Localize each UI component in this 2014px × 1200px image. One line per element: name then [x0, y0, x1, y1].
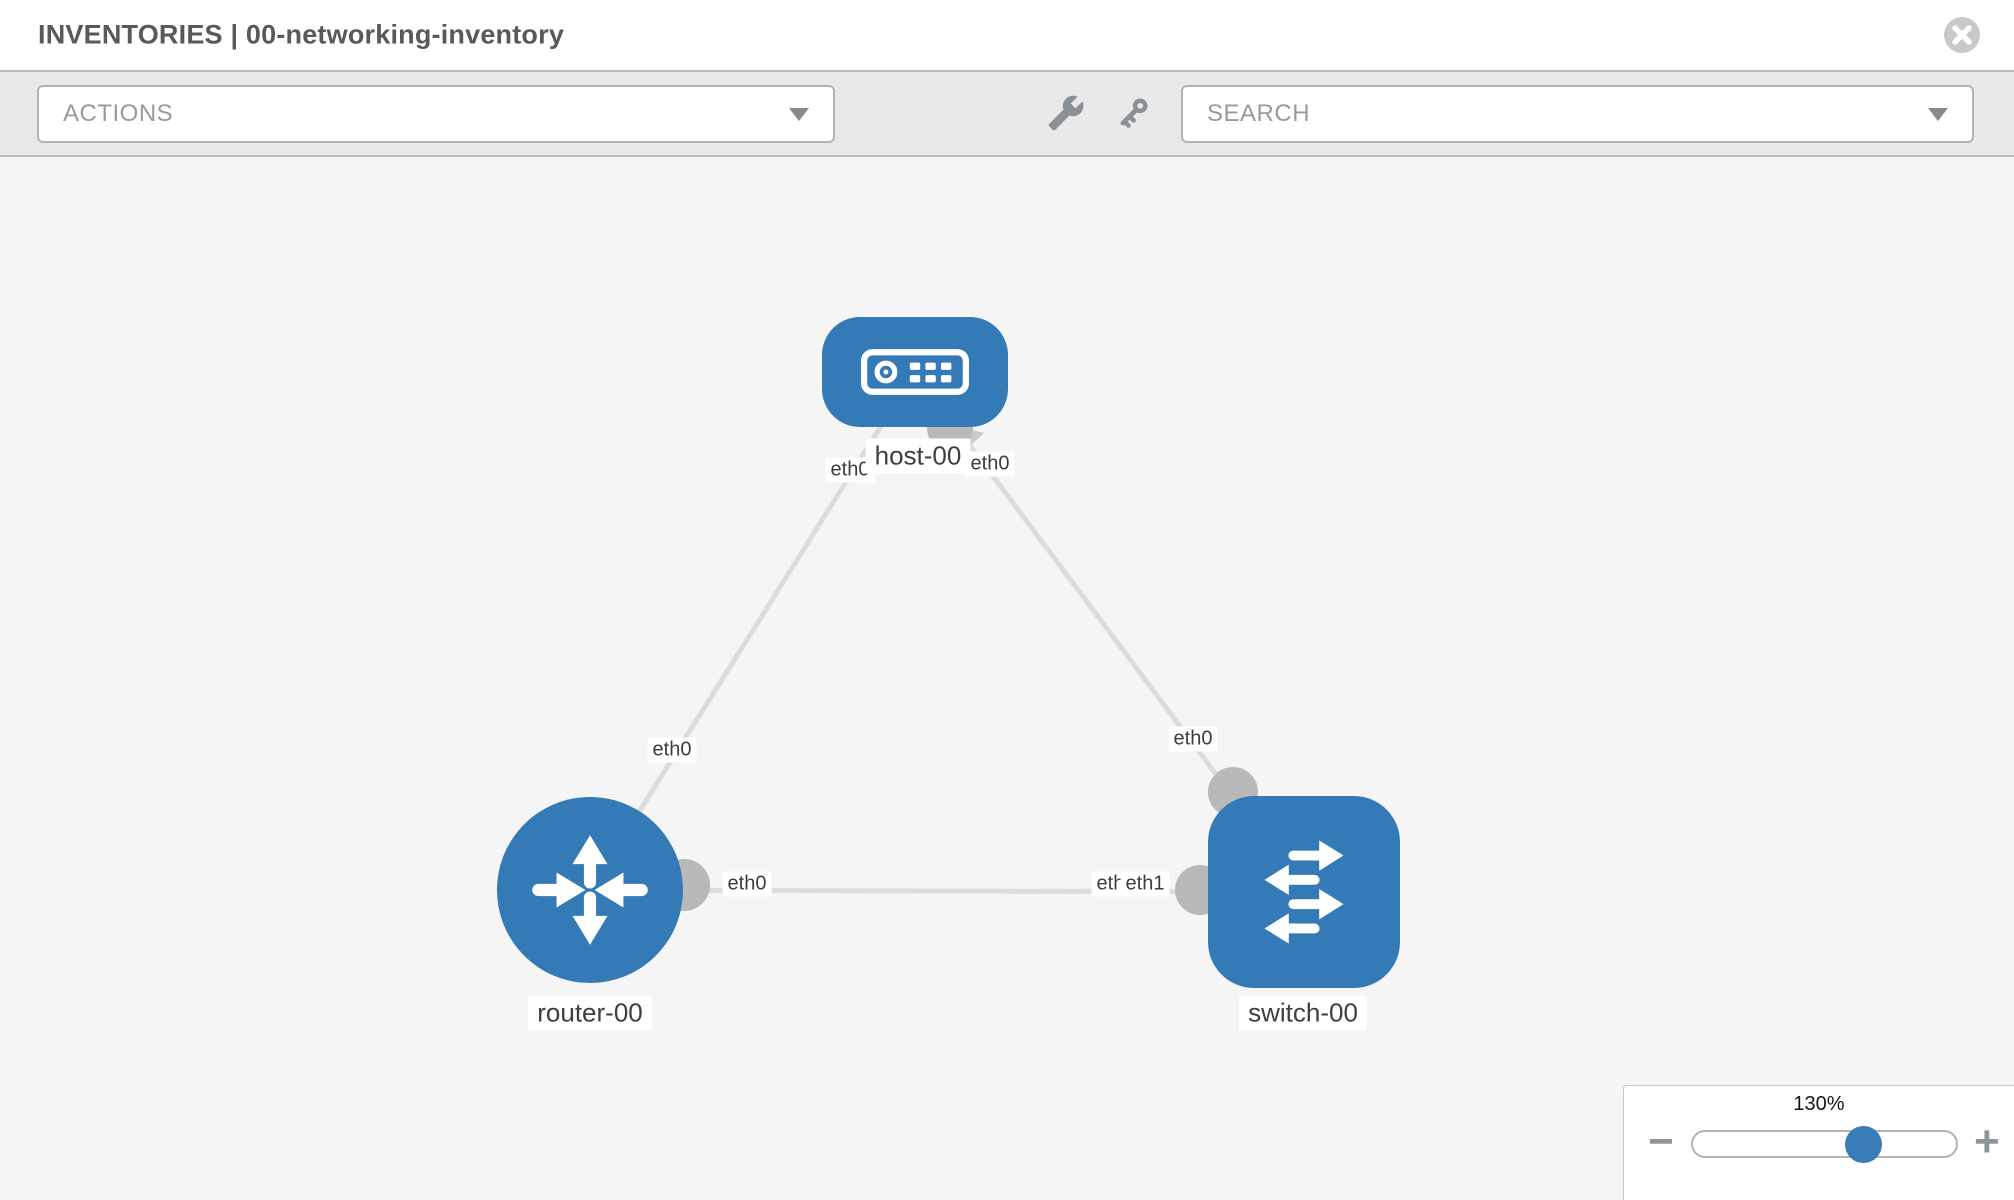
- toolbar: ACTIONS SEARCH: [0, 72, 2014, 157]
- topology-graph: [587, 370, 1307, 915]
- node-label-router-00: router-00: [528, 995, 652, 1031]
- page-title: INVENTORIES | 00-networking-inventory: [38, 19, 565, 50]
- zoom-in-button[interactable]: +: [1974, 1117, 2000, 1166]
- router-icon: [532, 835, 648, 945]
- node-switch-00[interactable]: [1208, 796, 1400, 988]
- port-label: eth0: [722, 871, 772, 897]
- node-label-host-00: host-00: [865, 438, 971, 474]
- host-icon: [861, 349, 969, 395]
- page-header: INVENTORIES | 00-networking-inventory: [0, 0, 2014, 72]
- node-router-00[interactable]: [497, 797, 683, 983]
- zoom-control-panel: 130% − +: [1623, 1085, 2014, 1200]
- port-label: eth0: [1168, 726, 1218, 752]
- chevron-down-icon: [789, 107, 809, 121]
- search-dropdown-label: SEARCH: [1207, 100, 1311, 127]
- zoom-level: 130%: [1793, 1093, 1845, 1115]
- actions-dropdown[interactable]: ACTIONS: [37, 85, 835, 143]
- port-label: eth0: [647, 737, 697, 763]
- chevron-down-icon: [1928, 107, 1948, 121]
- node-label-switch-00: switch-00: [1239, 995, 1367, 1031]
- zoom-slider-track[interactable]: [1691, 1130, 1958, 1158]
- zoom-slider-thumb[interactable]: [1845, 1126, 1882, 1163]
- topology-canvas[interactable]: eth0 eth0 eth0 eth0 eth0 eth0 eth1: [0, 157, 2014, 1200]
- wrench-icon[interactable]: [1047, 94, 1085, 132]
- key-icon[interactable]: [1114, 94, 1152, 132]
- port-label: eth1: [1120, 871, 1170, 897]
- node-host-00[interactable]: [822, 317, 1008, 427]
- port-label: eth0: [965, 451, 1015, 477]
- zoom-out-button[interactable]: −: [1648, 1117, 1674, 1166]
- actions-dropdown-label: ACTIONS: [63, 100, 174, 127]
- switch-icon: [1264, 840, 1344, 944]
- search-dropdown[interactable]: SEARCH: [1181, 85, 1974, 143]
- close-icon[interactable]: [1943, 16, 1981, 54]
